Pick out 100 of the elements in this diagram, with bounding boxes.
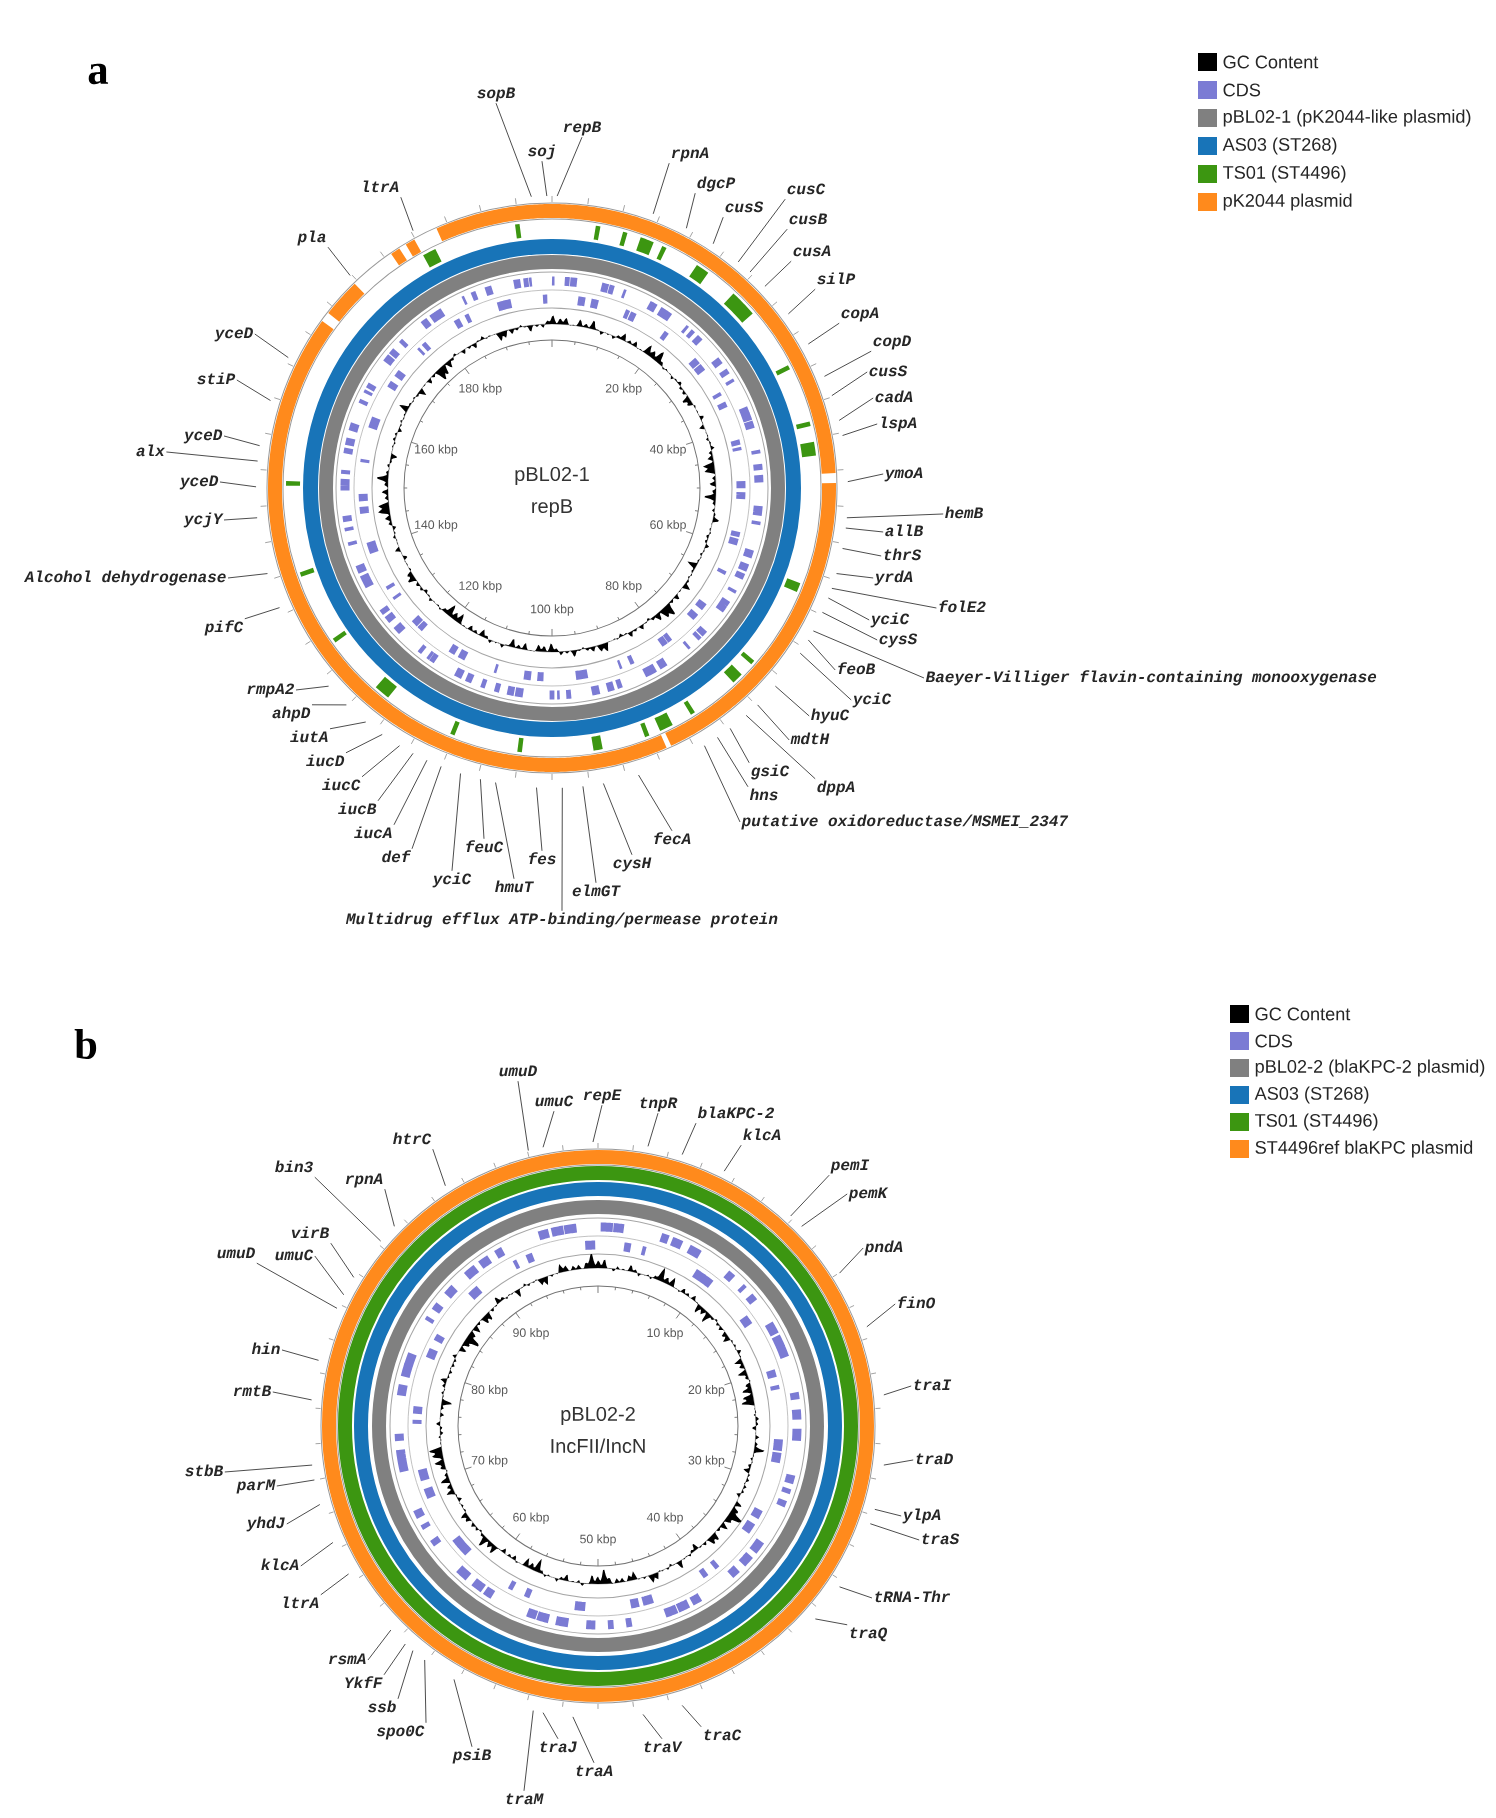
gene-label: repE [583, 1089, 622, 1104]
leader-line [807, 639, 836, 671]
gene-label: ahpD [272, 706, 311, 722]
gene-label: rsmA [329, 1653, 366, 1665]
leader-line [824, 350, 872, 377]
gene-label: rmtB [233, 1385, 271, 1397]
gene-label: finO [898, 1296, 936, 1309]
leader-line [400, 196, 414, 232]
gene-label: parM [236, 1479, 276, 1494]
leader-line [330, 1242, 355, 1278]
leader-line [281, 1349, 320, 1361]
leader-line [874, 1508, 902, 1517]
gene-label: hin [251, 1342, 280, 1355]
gene-label: umuC [275, 1249, 314, 1261]
leader-line [561, 787, 563, 912]
leader-line [223, 435, 261, 447]
leader-line [236, 379, 271, 401]
leader-line [479, 778, 485, 840]
gene-label: iucD [306, 754, 345, 767]
leader-line [801, 1193, 848, 1227]
leader-line [314, 1176, 382, 1242]
gene-label: cusC [787, 183, 826, 195]
leader-line [320, 1573, 350, 1596]
leader-line [542, 1110, 555, 1148]
leader-line [839, 1586, 873, 1599]
leader-line [647, 1112, 659, 1147]
gene-label: ylpA [902, 1508, 941, 1524]
leader-line [836, 573, 874, 579]
gene-label: blaKPC-2 [697, 1106, 775, 1119]
leader-line [602, 783, 633, 856]
leader-line [821, 611, 878, 641]
leader-line [523, 1710, 534, 1792]
leader-line [729, 727, 750, 764]
leader-line [712, 216, 724, 245]
gene-label: yciC [432, 872, 472, 888]
leader-line [393, 759, 428, 826]
gene-label: yciC [870, 612, 910, 628]
gene-label: yciC [852, 692, 892, 708]
gene-label: cadA [875, 390, 913, 403]
gene-label: cusA [793, 245, 831, 257]
leader-line [866, 1303, 896, 1328]
legend-label: ST4496ref blaKPC plasmid [1255, 1140, 1473, 1158]
leader-line [749, 228, 788, 273]
gene-label: def [382, 850, 411, 863]
gene-label: Baeyer-Villiger flavin-containing monooxygenase [925, 670, 1377, 686]
leader-line [827, 597, 870, 621]
legend-label: CDS [1255, 1034, 1293, 1048]
leader-line [847, 473, 884, 483]
leader-line [812, 630, 925, 679]
gene-label: fecA [654, 832, 691, 845]
gene-label: yhdJ [246, 1516, 285, 1532]
gene-label: ltrA [283, 1596, 319, 1609]
leader-line [842, 423, 878, 436]
leader-line [453, 1678, 473, 1748]
leader-line [681, 1122, 697, 1156]
legend-label: GC Content [1255, 1007, 1351, 1021]
gene-label: pemK [848, 1187, 889, 1202]
leader-line [367, 1629, 392, 1661]
leader-line [361, 745, 400, 778]
leader-line [757, 704, 790, 741]
gene-label: alx [136, 444, 166, 457]
leader-line [295, 685, 330, 691]
legend-label: TS01 (ST4496) [1255, 1113, 1378, 1131]
gene-label: fes [529, 852, 556, 865]
gene-label: umuD [217, 1247, 255, 1259]
leader-line [329, 721, 367, 730]
gene-label: Multidrug efflux ATP-binding/permease protein [345, 912, 778, 928]
leader-line [642, 1713, 663, 1740]
gene-label: sopB [477, 87, 515, 102]
gene-label: tnpR [640, 1097, 678, 1112]
gene-label: Alcohol dehydrogenase [23, 570, 226, 586]
gene-label: traJ [540, 1741, 577, 1753]
leader-line [845, 527, 884, 533]
leader-line [572, 1716, 595, 1764]
leader-line [681, 1704, 702, 1728]
gene-label: traQ [850, 1627, 888, 1642]
gene-label: iutA [290, 730, 328, 743]
gene-label: traV [644, 1741, 683, 1753]
gene-label: iucC [322, 778, 361, 791]
panel-letter: b [74, 1028, 97, 1059]
leader-line [737, 198, 786, 263]
legend-label: TS01 (ST4496) [1223, 165, 1346, 183]
leader-line [254, 333, 289, 359]
gene-label: psiB [452, 1748, 491, 1764]
gene-label: thrS [884, 548, 922, 561]
leader-line [219, 481, 257, 488]
gene-label: yrdA [874, 570, 913, 586]
gene-label: dgcP [697, 176, 736, 192]
gene-label: cusS [725, 201, 764, 213]
gene-label: ssb [368, 1700, 396, 1713]
gene-label: klcA [743, 1128, 781, 1141]
gene-label: virB [291, 1226, 329, 1239]
leader-line [685, 192, 696, 229]
leader-line [831, 371, 868, 397]
gene-label: hns [749, 788, 778, 801]
legend-label: GC Content [1223, 55, 1319, 69]
gene-label: rpnA [671, 147, 709, 162]
gene-label: yceD [183, 429, 223, 444]
gene-label: repB [563, 121, 601, 136]
leader-line [495, 102, 532, 198]
